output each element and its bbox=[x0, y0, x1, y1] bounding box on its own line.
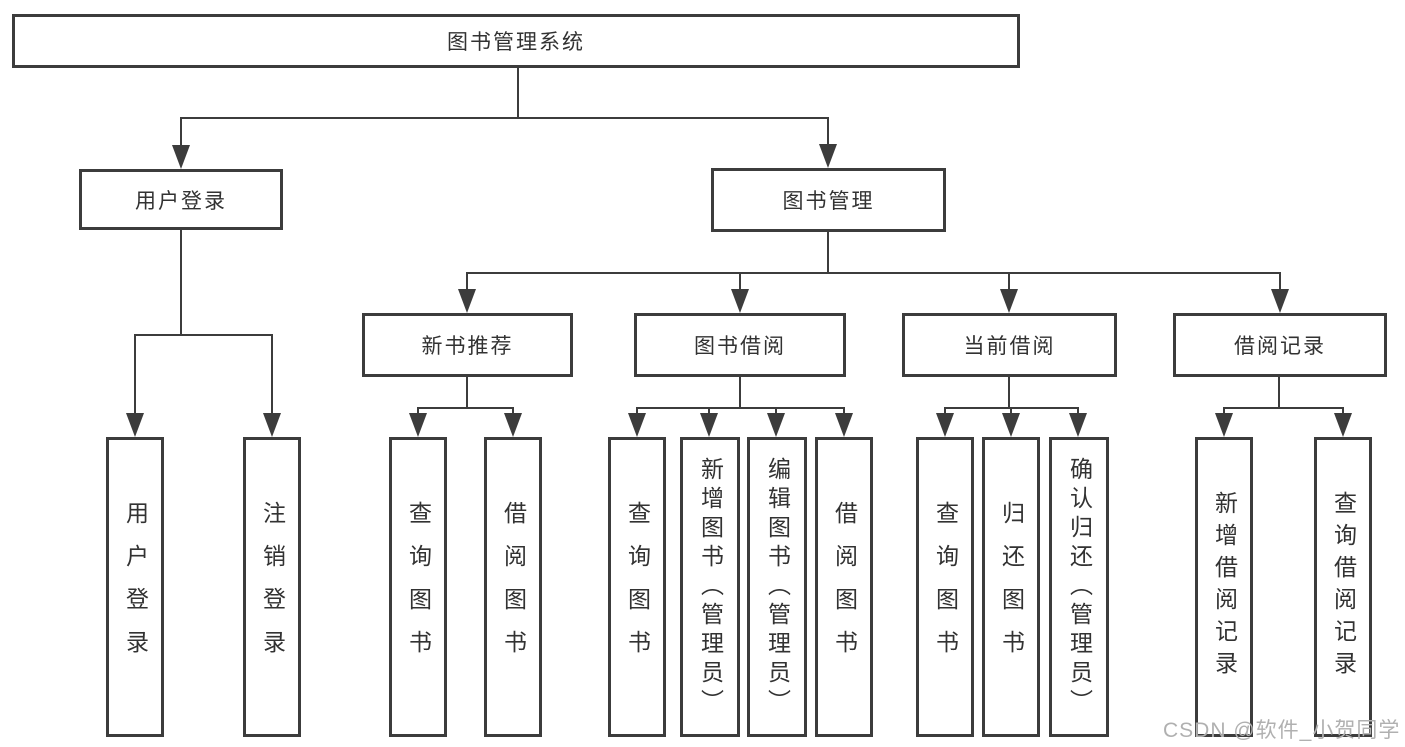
connector-line bbox=[1008, 377, 1010, 409]
connector-line bbox=[1077, 407, 1079, 417]
connector-line bbox=[827, 117, 829, 147]
connector-line bbox=[739, 377, 741, 409]
connector-line bbox=[134, 334, 273, 336]
connector-line bbox=[775, 407, 777, 417]
leaf-cb-query-books-label: 查询图书 bbox=[932, 501, 959, 673]
leaf-cb-confirm-return-admin: 确认归还（管理员） bbox=[1049, 437, 1109, 737]
node-root: 图书管理系统 bbox=[12, 14, 1020, 68]
arrow-down-icon bbox=[1334, 413, 1352, 437]
leaf-bb-borrow-books-label: 借阅图书 bbox=[831, 501, 858, 673]
watermark: CSDN @软件_小贺同学 bbox=[1163, 719, 1401, 742]
arrow-down-icon bbox=[409, 413, 427, 437]
leaf-bb-borrow-books: 借阅图书 bbox=[815, 437, 873, 737]
leaf-cb-confirm-return-admin-label: 确认归还（管理员） bbox=[1066, 456, 1093, 718]
leaf-cb-query-books: 查询图书 bbox=[916, 437, 974, 737]
arrow-down-icon bbox=[700, 413, 718, 437]
leaf-bb-edit-books-admin: 编辑图书（管理员） bbox=[747, 437, 807, 737]
leaf-nb-query-books: 查询图书 bbox=[389, 437, 447, 737]
leaf-logout-label: 注销登录 bbox=[259, 501, 286, 673]
node-borrow-records: 借阅记录 bbox=[1173, 313, 1387, 377]
leaf-user-login: 用户登录 bbox=[106, 437, 164, 737]
connector-line bbox=[466, 377, 468, 409]
connector-line bbox=[180, 117, 182, 147]
leaf-bb-query-books: 查询图书 bbox=[608, 437, 666, 737]
connector-line bbox=[466, 272, 1281, 274]
connector-line bbox=[708, 407, 710, 417]
arrow-down-icon bbox=[835, 413, 853, 437]
connector-line bbox=[180, 230, 182, 336]
arrow-down-icon bbox=[767, 413, 785, 437]
connector-line bbox=[636, 407, 845, 409]
connector-line bbox=[1010, 407, 1012, 417]
arrow-down-icon bbox=[504, 413, 522, 437]
arrow-down-icon bbox=[1069, 413, 1087, 437]
node-book-borrow: 图书借阅 bbox=[634, 313, 846, 377]
connector-line bbox=[134, 334, 136, 414]
connector-line bbox=[517, 68, 519, 118]
arrow-down-icon bbox=[458, 289, 476, 313]
arrow-down-icon bbox=[263, 413, 281, 437]
connector-line bbox=[827, 232, 829, 274]
node-user-login: 用户登录 bbox=[79, 169, 283, 230]
arrow-down-icon bbox=[731, 289, 749, 313]
leaf-cb-return-books-label: 归还图书 bbox=[998, 501, 1025, 673]
leaf-br-add-record-label: 新增借阅记录 bbox=[1211, 491, 1238, 683]
arrow-down-icon bbox=[819, 144, 837, 168]
leaf-cb-return-books: 归还图书 bbox=[982, 437, 1040, 737]
leaf-br-query-record-label: 查询借阅记录 bbox=[1330, 491, 1357, 683]
leaf-bb-query-books-label: 查询图书 bbox=[624, 501, 651, 673]
arrow-down-icon bbox=[172, 145, 190, 169]
leaf-br-query-record: 查询借阅记录 bbox=[1314, 437, 1372, 737]
node-new-book-recommend: 新书推荐 bbox=[362, 313, 573, 377]
leaf-bb-edit-books-admin-label: 编辑图书（管理员） bbox=[764, 456, 791, 718]
node-book-management: 图书管理 bbox=[711, 168, 946, 232]
node-current-borrow: 当前借阅 bbox=[902, 313, 1117, 377]
connector-line bbox=[636, 407, 638, 417]
connector-line bbox=[1342, 407, 1344, 417]
connector-line bbox=[739, 272, 741, 292]
connector-line bbox=[417, 407, 514, 409]
connector-line bbox=[1278, 377, 1280, 409]
connector-line bbox=[417, 407, 419, 417]
arrow-down-icon bbox=[1271, 289, 1289, 313]
connector-line bbox=[271, 334, 273, 414]
leaf-bb-add-books-admin: 新增图书（管理员） bbox=[680, 437, 740, 737]
connector-line bbox=[1008, 272, 1010, 292]
connector-line bbox=[1223, 407, 1344, 409]
leaf-nb-query-books-label: 查询图书 bbox=[405, 501, 432, 673]
connector-line bbox=[944, 407, 946, 417]
leaf-user-login-label: 用户登录 bbox=[122, 501, 149, 673]
leaf-bb-add-books-admin-label: 新增图书（管理员） bbox=[697, 456, 724, 718]
connector-line bbox=[466, 272, 468, 292]
arrow-down-icon bbox=[1002, 413, 1020, 437]
connector-line bbox=[843, 407, 845, 417]
arrow-down-icon bbox=[1215, 413, 1233, 437]
connector-line bbox=[1223, 407, 1225, 417]
connector-line bbox=[512, 407, 514, 417]
leaf-logout: 注销登录 bbox=[243, 437, 301, 737]
leaf-nb-borrow-books: 借阅图书 bbox=[484, 437, 542, 737]
arrow-down-icon bbox=[1000, 289, 1018, 313]
arrow-down-icon bbox=[628, 413, 646, 437]
leaf-nb-borrow-books-label: 借阅图书 bbox=[500, 501, 527, 673]
arrow-down-icon bbox=[126, 413, 144, 437]
connector-line bbox=[180, 117, 829, 119]
arrow-down-icon bbox=[936, 413, 954, 437]
leaf-br-add-record: 新增借阅记录 bbox=[1195, 437, 1253, 737]
connector-line bbox=[1279, 272, 1281, 292]
